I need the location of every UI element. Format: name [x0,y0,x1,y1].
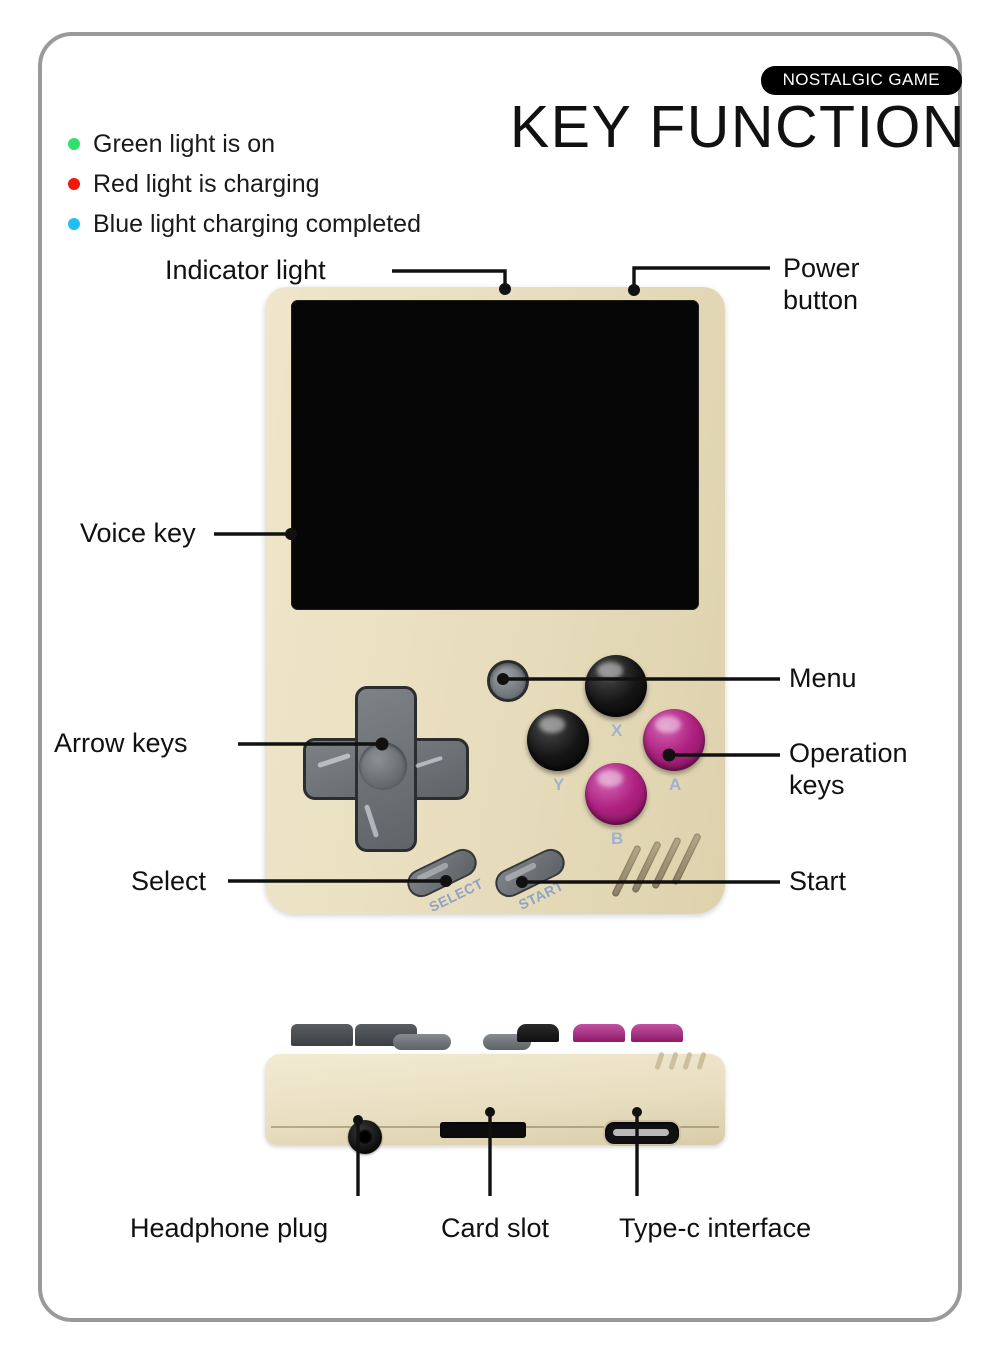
callout-power-button-line2: button [783,284,859,315]
console-screen [291,300,699,610]
callout-select: Select [131,866,207,896]
handheld-console-front-view: X Y A B SELECT START [265,287,725,915]
speaker-slit [696,1051,707,1071]
callout-power-button: Power button [783,253,860,317]
button-a-label: A [669,775,682,794]
legend-label: Blue light charging completed [93,209,421,238]
legend-item: Red light is charging [68,164,421,204]
green-light-dot [68,138,80,150]
page-frame [38,32,962,1322]
blue-light-dot [68,218,80,230]
callout-start: Start [789,866,847,896]
button-gloss [655,716,682,733]
button-x-top-edge[interactable] [517,1024,559,1042]
page-title: KEY FUNCTION [509,94,966,160]
button-b-label: B [611,829,624,848]
arrow-keys-dpad[interactable] [303,686,469,852]
start-gloss [504,861,538,883]
button-x-label: X [611,721,623,740]
select-gloss [416,861,450,883]
button-a[interactable] [643,709,705,771]
shoulder-button-l1[interactable] [291,1024,353,1046]
card-slot-port[interactable] [440,1122,526,1138]
button-gloss [597,662,624,679]
indicator-legend: Green light is on Red light is charging … [68,124,421,244]
dpad-top-edge[interactable] [393,1034,451,1050]
callout-card-slot: Card slot [441,1213,550,1243]
speaker-slit [668,1051,679,1071]
speaker-slit [682,1051,693,1071]
button-gloss [597,770,624,787]
callout-type-c: Type-c interface [619,1213,812,1243]
legend-item: Green light is on [68,124,421,164]
button-b[interactable] [585,763,647,825]
handheld-console-bottom-view [265,1024,725,1154]
callout-operation-keys-line2: keys [789,769,845,800]
callout-operation-keys: Operation keys [789,738,908,802]
button-y[interactable] [527,709,589,771]
callout-menu: Menu [789,663,857,693]
callout-arrow-keys: Arrow keys [54,728,188,758]
red-light-dot [68,178,80,190]
console-bottom-body [265,1051,725,1154]
jack-inner [357,1129,373,1145]
button-gloss [539,716,566,733]
speaker-slit [654,1051,665,1071]
usbc-tab [613,1129,669,1136]
callout-power-button-line1: Power [783,253,860,283]
button-b-top-edge[interactable] [631,1024,683,1042]
button-x[interactable] [585,655,647,717]
legend-label: Red light is charging [93,169,320,198]
dpad-center [359,742,407,790]
legend-item: Blue light charging completed [68,204,421,244]
callout-headphone-plug: Headphone plug [130,1213,329,1243]
legend-label: Green light is on [93,129,276,158]
headphone-jack-port[interactable] [348,1120,382,1154]
type-c-port[interactable] [603,1120,681,1146]
button-a-top-edge[interactable] [573,1024,625,1042]
nostalgic-game-badge: NOSTALGIC GAME [760,66,962,95]
menu-button[interactable] [487,660,529,702]
button-y-label: Y [553,775,565,794]
callout-indicator-light: Indicator light [165,255,326,285]
callout-operation-keys-line1: Operation [789,738,908,768]
callout-voice-key: Voice key [80,518,196,548]
